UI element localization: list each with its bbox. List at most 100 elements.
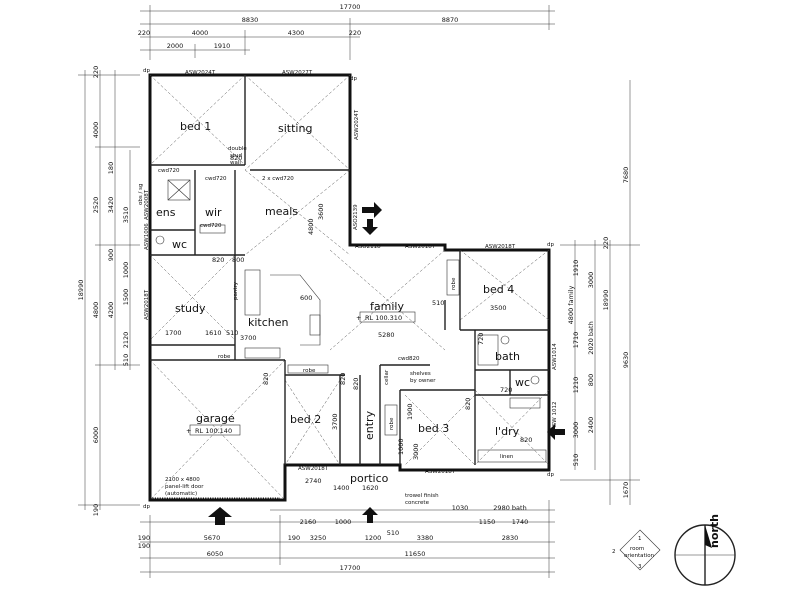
dim-left-o: 510 [122,354,130,366]
arrow-up-garage-icon [208,507,232,525]
note-double: double [228,146,247,152]
dim-bot-c2: 5670 [204,534,221,542]
note-dp-2: dp [350,76,357,82]
dim-bot-a: 6050 [207,550,224,558]
exterior-walls [148,73,551,502]
dim-bot-c1: 190 [138,534,150,542]
dim-bot-e3: 1030 [452,504,469,512]
dim-right-b: 9630 [622,352,630,369]
window-tag-1: ASW2024T [185,70,216,76]
dim-in-13: 1400 [333,484,350,492]
room-bed1: bed 1 [180,120,211,133]
label-cellar: cellar [384,369,390,385]
window-tags: ASW2024T ASW2027T ASW2024T ASW2008T ASW1… [138,70,558,475]
dim-in-7: 5280 [378,331,395,339]
top-dimensions: 17700 8830 8870 220 4000 4300 220 2000 1… [138,3,555,60]
dim-top-c1: 220 [138,29,150,37]
door-tag-1: cwd720 [158,168,180,174]
room-bed2: bed 2 [290,413,321,426]
dim-in-1: 3600 [317,203,325,220]
toilet-wc2 [530,375,540,385]
dim-in-24: 820 [520,436,532,444]
dim-right-g: 1710 [572,332,580,349]
dim-bot-f1: 510 [387,529,399,537]
dim-bot-total: 17700 [340,564,361,572]
note-garage-door-2: panel-lift door [165,484,204,490]
dim-bot-e4: 2980 bath [493,504,526,512]
dim-in-23: 720 [477,333,485,345]
dim-in-27: 1000 [397,438,405,455]
fixtures [155,179,547,463]
robe-bed4 [446,259,460,296]
room-entry: entry [363,410,376,440]
dim-left-m: 220 [92,66,100,78]
orientation-n2: 2 [612,549,616,555]
dim-in-10: 1900 [406,403,414,420]
dim-in-16: 820 [212,256,224,264]
note-dp-5: dp [143,504,150,510]
dim-bot-d3: 3380 [417,534,434,542]
dim-left-a: 4000 [92,122,100,139]
interior-walls [150,75,549,465]
room-study: study [175,302,206,315]
window-tag-12: ASW 1012 [552,402,558,430]
room-kitchen: kitchen [248,316,289,329]
basin-bath [500,335,510,345]
dim-top-c4: 220 [349,29,361,37]
dim-bot-e5: 1150 [479,518,496,526]
dim-right-c: 1670 [622,482,630,499]
note-trowel-1: trowel finish [405,493,439,499]
window-tag-13: ASW2018T [298,466,329,472]
dim-in-5: 1610 [205,329,222,337]
kitchen-island [270,274,321,346]
dim-top-d1: 2000 [167,42,184,50]
room-ens: ens [156,206,176,219]
dim-bot-d1: 3250 [310,534,327,542]
dim-left-n: 180 [107,162,115,174]
dim-right-m: 510 [572,454,580,466]
toilet-wc1 [155,235,165,245]
arrow-up-portico-icon [362,507,378,523]
dim-bot-b: 11650 [405,550,426,558]
dim-left-c: 3420 [107,197,115,214]
dim-in-9: 3700 [331,413,339,430]
compass-north-label: north [708,514,721,548]
right-dimensions: 7680 9630 1670 18990 220 3000 2020 bath … [560,80,640,505]
robe-bed2 [287,364,329,374]
level-family: RL 100.310 [365,314,402,322]
room-bed4: bed 4 [483,283,514,296]
dim-top-b: 8870 [442,16,459,24]
note-by-owner: by owner [410,378,436,384]
orientation-diamond [619,529,661,571]
dim-left-total: 18990 [77,280,85,301]
room-wir: wir [205,206,222,219]
dim-left-j: 6000 [92,427,100,444]
note-garage-door-3: (automatic) [165,491,197,497]
interior-dimensions: 3600 4800 3700 1700 1610 510 5280 3500 3… [165,154,532,492]
dim-in-21: 720 [500,386,512,394]
door-tag-5: cwd820 [398,356,420,362]
room-wc1: wc [172,238,187,251]
sink-kitchen [309,314,321,336]
dim-left-e: 900 [107,249,115,261]
dim-in-19: 510 [432,299,444,307]
label-robe-bed2: robe [303,368,316,374]
bath-tub [477,334,499,366]
shower-ensuite [167,179,191,201]
note-garage-door-1: 2100 x 4800 [165,477,200,483]
dim-bot-d5: 190 [138,542,150,550]
dim-left-g: 4200 [107,302,115,319]
dim-right-e: 3000 [587,272,595,289]
dim-bot-e2: 1000 [335,518,352,526]
orientation-label: orientation [624,553,655,559]
notes: double stud wall shelves by owner 2100 x… [143,68,554,510]
level-plus-family: + [356,314,361,322]
robe-kitchen [244,347,281,359]
window-tag-10: ASW2018T [144,289,150,320]
dim-top-c2: 4000 [192,29,209,37]
room-meals: meals [265,205,298,218]
room-portico: portico [350,472,389,485]
dim-left-i: 2120 [122,332,130,349]
note-dp-4: dp [547,472,554,478]
arrow-right-meals-icon [362,202,382,218]
